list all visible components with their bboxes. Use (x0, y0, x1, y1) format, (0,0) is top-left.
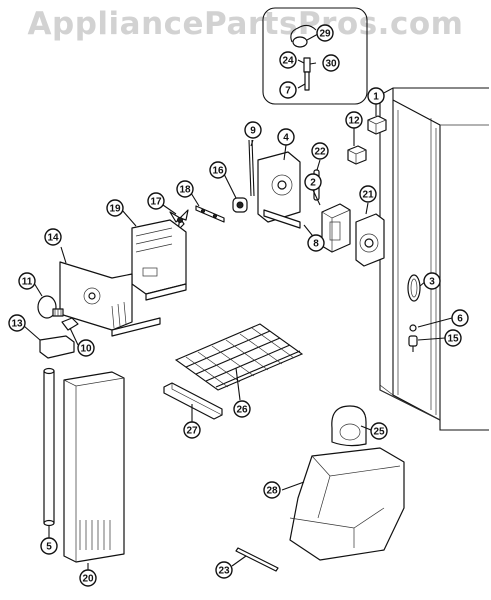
callout-29: 29 (316, 24, 334, 42)
callout-23: 23 (215, 561, 233, 579)
part-25-cap (331, 405, 367, 447)
part-13-light-cover (39, 335, 75, 359)
callout-21: 21 (359, 185, 377, 203)
callout-16-label: 16 (212, 166, 224, 177)
callout-24-label: 24 (282, 56, 294, 67)
callout-7: 7 (279, 81, 297, 99)
part-15-plug (408, 335, 418, 352)
callout-6-label: 6 (457, 314, 463, 325)
callout-17-label: 17 (150, 197, 162, 208)
callout-19: 19 (106, 199, 124, 217)
callout-5: 5 (40, 537, 58, 555)
part-27-shelf-trim (163, 382, 223, 420)
part-2-housing (321, 203, 351, 253)
callout-3-label: 3 (429, 277, 435, 288)
part-18-bracket (195, 205, 225, 223)
refrigerator-door (379, 87, 489, 431)
callout-6: 6 (451, 309, 469, 327)
part-19-evaporator-cover (131, 219, 187, 301)
callout-15-label: 15 (447, 334, 459, 345)
callout-12: 12 (345, 111, 363, 129)
callout-29-label: 29 (319, 29, 331, 40)
callout-21-label: 21 (362, 190, 374, 201)
callout-26: 26 (233, 400, 251, 418)
callout-27: 27 (183, 421, 201, 439)
callout-16: 16 (209, 161, 227, 179)
part-9-rod (248, 139, 255, 197)
callout-23-label: 23 (218, 566, 230, 577)
callout-26-label: 26 (236, 405, 248, 416)
callout-14-label: 14 (47, 233, 59, 244)
callout-18-label: 18 (179, 185, 191, 196)
watermark-text: AppliancePartsPros.com (27, 6, 464, 42)
callout-18: 18 (176, 180, 194, 198)
callouts: 29 24 30 7 1 12 9 4 (8, 24, 469, 587)
callout-5-label: 5 (46, 542, 52, 553)
part-17-fan-blade (169, 209, 189, 231)
callout-15: 15 (444, 329, 462, 347)
callout-12-label: 12 (348, 116, 360, 127)
callout-11: 11 (18, 272, 36, 290)
part-6-screw (409, 324, 417, 332)
part-23-trim-rod (235, 547, 279, 572)
callout-4-label: 4 (283, 133, 289, 144)
part-11-light-bulb (37, 295, 64, 319)
part-5-trim-strip (43, 367, 55, 527)
part-4-plate (257, 151, 301, 229)
callout-27-label: 27 (186, 426, 198, 437)
callout-13: 13 (8, 314, 26, 332)
callout-24: 24 (279, 51, 297, 69)
callout-14: 14 (44, 228, 62, 246)
callout-2-label: 2 (310, 178, 316, 189)
callout-30: 30 (322, 54, 340, 72)
callout-10-label: 10 (80, 344, 92, 355)
callout-10: 10 (77, 339, 95, 357)
callout-9-label: 9 (250, 126, 256, 137)
callout-28: 28 (263, 481, 281, 499)
callout-1: 1 (367, 87, 385, 105)
callout-7-label: 7 (285, 86, 291, 97)
callout-2: 2 (304, 173, 322, 191)
callout-25-label: 25 (373, 427, 385, 438)
callout-22-label: 22 (314, 147, 326, 158)
part-20-panel (63, 371, 125, 563)
part-28-ice-bin (289, 447, 405, 561)
callout-17: 17 (147, 192, 165, 210)
callout-25: 25 (370, 422, 388, 440)
part-10-socket (61, 317, 79, 331)
inset-box (262, 7, 368, 105)
callout-3: 3 (423, 272, 441, 290)
callout-30-label: 30 (325, 59, 337, 70)
callout-8-label: 8 (313, 239, 319, 250)
leader-lines (23, 104, 453, 571)
part-21-cover (355, 213, 385, 267)
callout-20-label: 20 (82, 574, 94, 585)
part-3-handle (407, 274, 421, 302)
callout-9: 9 (244, 121, 262, 139)
callout-22: 22 (311, 142, 329, 160)
callout-19-label: 19 (109, 204, 121, 215)
callout-1-label: 1 (373, 92, 379, 103)
callout-28-label: 28 (266, 486, 278, 497)
callout-11-label: 11 (22, 277, 33, 288)
callout-20: 20 (79, 569, 97, 587)
part-16-knob (232, 197, 248, 213)
callout-13-label: 13 (11, 319, 23, 330)
part-26-wire-shelf (174, 323, 304, 391)
callout-8: 8 (307, 234, 325, 252)
part-1-clip (367, 115, 387, 135)
part-12-bracket (347, 145, 367, 165)
callout-4: 4 (277, 128, 295, 146)
